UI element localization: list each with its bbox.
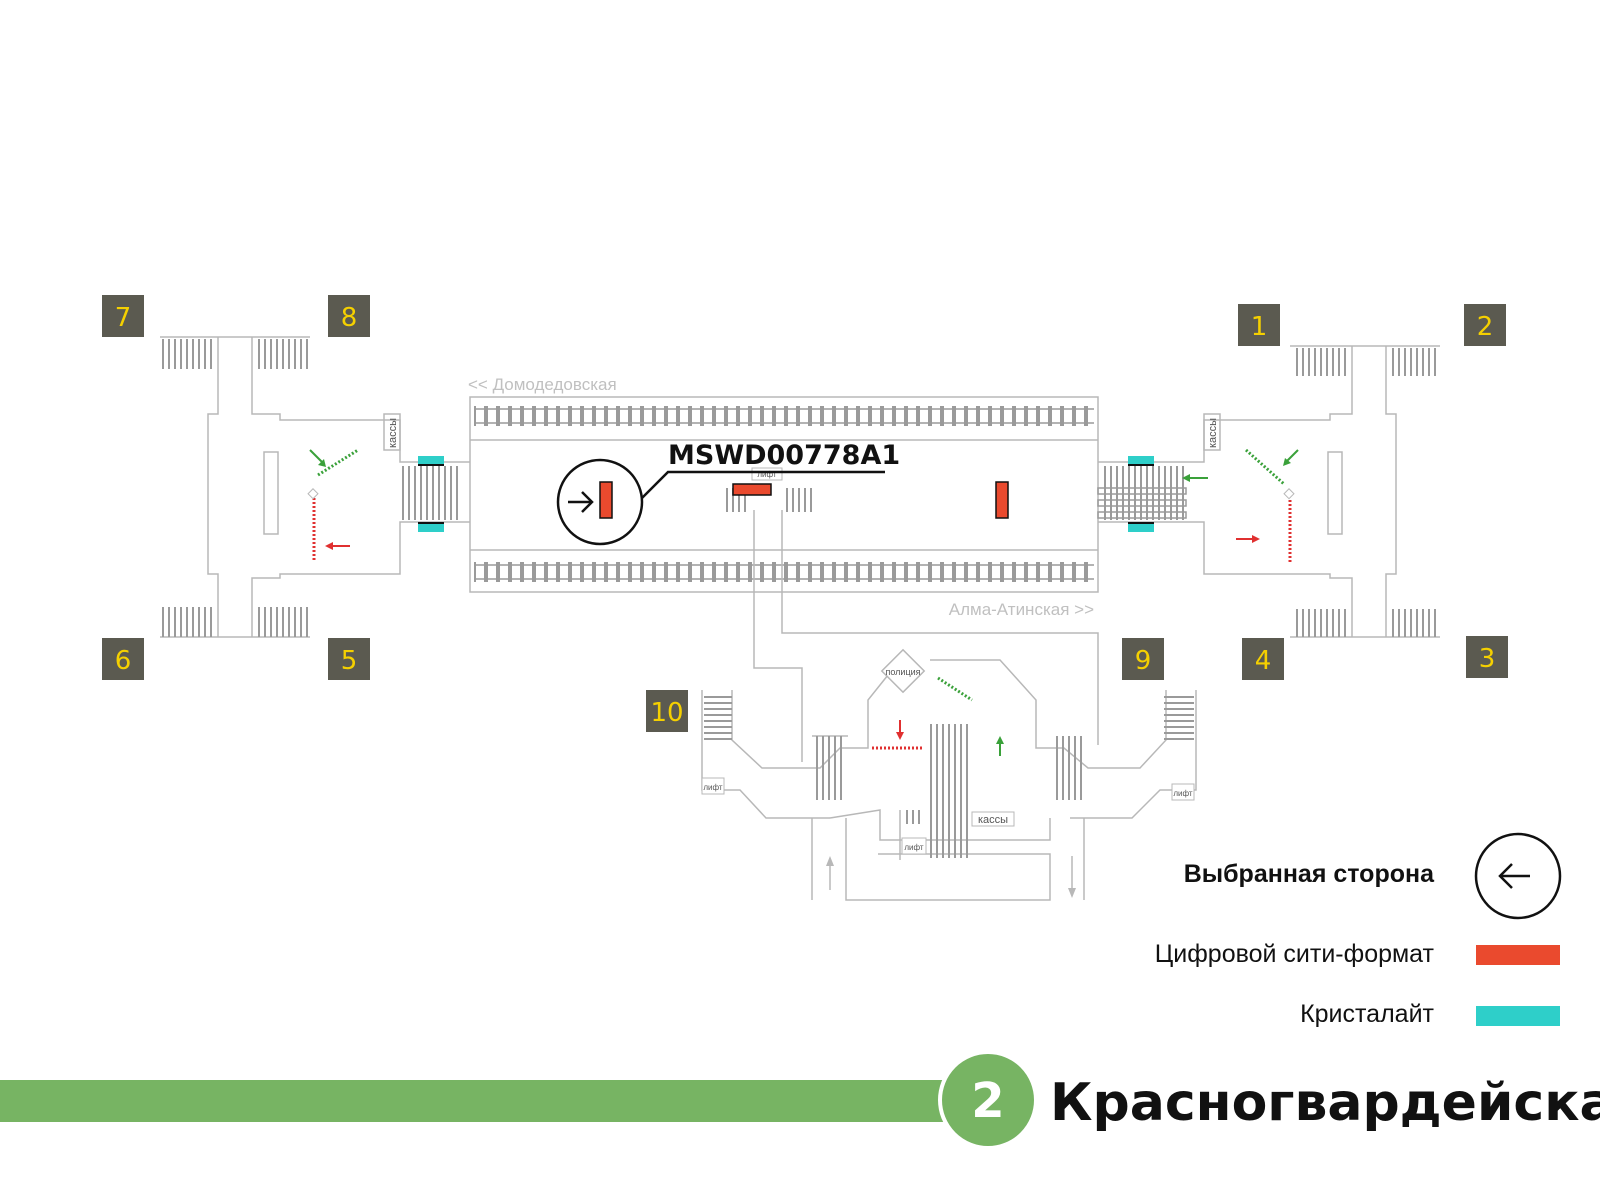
south-lift-left-label: лифт [703,783,723,792]
line-footer: 2 Красногвардейская [0,1050,1600,1150]
exit-badge-9: 9 [1122,638,1164,680]
crystallight-marker-west-top [418,456,444,465]
east-tickets-label: кассы [1207,418,1219,448]
platform-lift-label: лифт [757,470,777,479]
line-number-circle [938,1050,1038,1150]
arrow-icon [1182,449,1299,543]
legend-crystallight: Кристалайт [1300,1000,1434,1028]
stairs-exit-6 [160,607,214,637]
svg-text:4: 4 [1255,646,1272,676]
svg-text:1: 1 [1251,312,1268,342]
crystallight-marker-east-bottom [1128,523,1154,532]
stairs-hall-left [814,736,844,800]
stairs-exit-7 [162,339,212,369]
exit-badge-2: 2 [1464,304,1506,346]
direction-left-label: << Домодедовская [468,375,617,394]
stairs-exit-4 [1294,609,1348,637]
line-bar [0,1080,950,1122]
stairs-exit-9 [1164,692,1194,744]
svg-text:10: 10 [650,698,683,728]
arrow-left-icon [1474,832,1562,920]
arrow-icon [826,720,1076,898]
legend-digital-city-format: Цифровой сити-формат [1155,940,1435,968]
arrow-icon [309,449,350,550]
south-passage [753,510,1099,762]
exit-badge-8: 8 [328,295,370,337]
stairs-hall-small [904,810,922,824]
svg-text:6: 6 [115,646,132,676]
exit-badge-3: 3 [1466,636,1508,678]
svg-text:5: 5 [341,646,358,676]
south-lift-center-label: лифт [904,843,924,852]
legend: Выбранная сторона Цифровой сити-формат К… [1155,832,1562,1028]
line-number: 2 [971,1073,1004,1129]
svg-text:7: 7 [115,303,132,333]
stairs-west-platform [400,466,462,520]
digital-city-format-marker-center [732,483,772,496]
exit-badge-10: 10 [646,690,688,732]
police-post: полиция [880,648,926,694]
exit-badge-4: 4 [1242,638,1284,680]
stairs-exit-3 [1390,609,1440,637]
east-vestibule [1098,345,1440,638]
escalators-east [1097,487,1187,519]
south-tickets-label: кассы [978,814,1008,826]
legend-swatch-digital-city-format [1476,945,1560,965]
stairs-exit-8 [256,339,310,369]
exit-badge-1: 1 [1238,304,1280,346]
crystallight-marker-east-top [1128,456,1154,465]
stairs-east-platform [1102,466,1188,520]
stairs-exit-10 [704,692,732,744]
track-bottom [474,562,1094,582]
exit-badge-7: 7 [102,295,144,337]
west-tickets-label: кассы [387,418,399,448]
legend-selected-side: Выбранная сторона [1184,860,1435,888]
svg-text:9: 9 [1135,646,1152,676]
track-top [474,406,1094,426]
escalator-hall-center [928,724,968,858]
south-lift-right-label: лифт [1173,789,1193,798]
legend-swatch-crystallight [1476,1006,1560,1026]
exit-badge-5: 5 [328,638,370,680]
digital-city-format-marker-right [995,481,1009,519]
exit-badge-6: 6 [102,638,144,680]
stairs-exit-1 [1294,348,1348,376]
stairs-hall-right [1054,736,1084,800]
svg-text:8: 8 [341,303,358,333]
selected-ad-callout: MSWD00778A1 [556,440,900,546]
crystallight-marker-west-bottom [418,523,444,532]
direction-right-label: Алма-Атинская >> [949,600,1094,619]
stairs-exit-5 [256,607,310,637]
svg-text:2: 2 [1477,312,1494,342]
police-label: полиция [885,667,920,677]
ad-code: MSWD00778A1 [668,440,900,471]
station-name: Красногвардейская [1050,1073,1600,1133]
stairs-exit-2 [1390,348,1440,376]
svg-text:3: 3 [1479,644,1496,674]
